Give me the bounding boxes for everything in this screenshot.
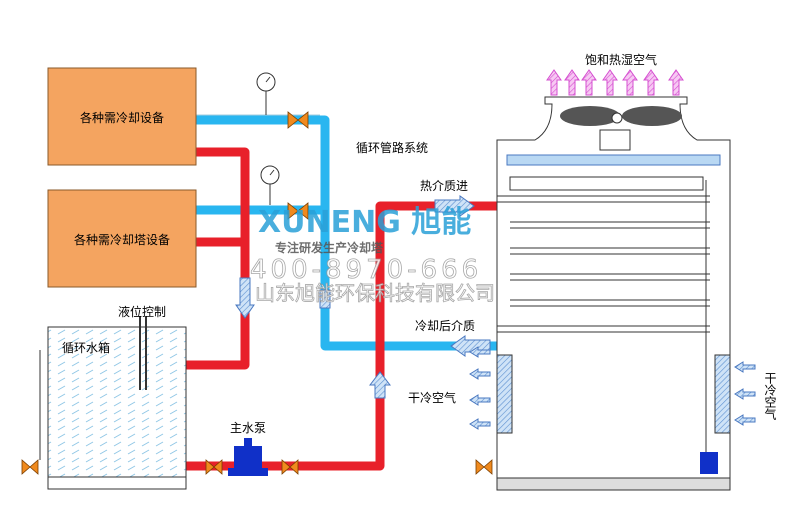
pressure-gauge-icon	[256, 72, 280, 205]
equipment-box-2-label: 各种需冷却塔设备	[74, 232, 170, 247]
equipment-box-1-label: 各种需冷却设备	[80, 110, 164, 125]
level-control-label: 液位控制	[118, 304, 166, 319]
watermark-slogan: 专注研发生产冷却塔	[275, 240, 384, 255]
exhaust-arrow-icon	[546, 69, 684, 96]
watermark-logo: XUNENG 旭能 专注研发生产冷却塔 400-8970-666 山东旭能环保科…	[250, 205, 496, 305]
equipment-box-2	[47, 189, 197, 288]
watermark-phone: 400-8970-666	[250, 255, 482, 285]
circulating-water-tank	[47, 326, 187, 478]
cooled-out-label: 冷却后介质	[415, 319, 475, 333]
hot-in-label: 热介质进	[420, 179, 468, 193]
air-inlet-arrow-icon	[469, 346, 756, 430]
coil-tubes	[497, 180, 710, 460]
tank-label: 循环水箱	[62, 340, 110, 355]
hot-pipe	[186, 147, 497, 471]
dry-air-label-right: 干冷空气	[763, 372, 777, 420]
exhaust-label: 饱和热湿空气	[585, 52, 657, 67]
dry-air-label-left: 干冷空气	[408, 390, 456, 405]
pump-icon	[228, 438, 268, 476]
watermark-company: 山东旭能环保科技有限公司	[255, 281, 495, 305]
flow-arrow-icon	[235, 195, 491, 399]
valve-icon	[21, 111, 493, 475]
watermark-brand: XUNENG 旭能	[258, 205, 471, 240]
fan-icon	[560, 106, 682, 151]
pump-label: 主水泵	[230, 421, 266, 435]
equipment-box-1	[47, 67, 197, 166]
piping-system-label: 循环管路系统	[356, 140, 428, 155]
basin-pump-icon	[700, 452, 718, 474]
cooling-tower	[496, 96, 731, 491]
